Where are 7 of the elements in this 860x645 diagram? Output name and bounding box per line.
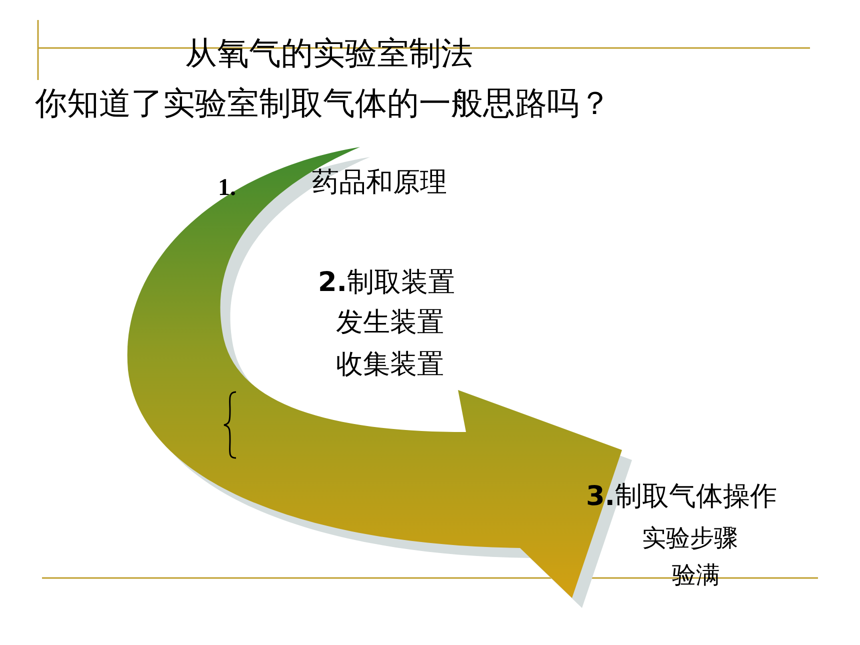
sub-item: 收集装置 — [336, 350, 444, 380]
step-title: 2.制取装置 — [318, 268, 456, 298]
question-heading: 你知道了实验室制取气体的一般思路吗？ — [35, 86, 611, 122]
sub-item: 实验步骤 — [642, 525, 738, 552]
step-number: 1. — [218, 175, 236, 202]
step-title: 药品和原理 — [312, 168, 447, 198]
sub-item: 发生装置 — [336, 308, 444, 338]
